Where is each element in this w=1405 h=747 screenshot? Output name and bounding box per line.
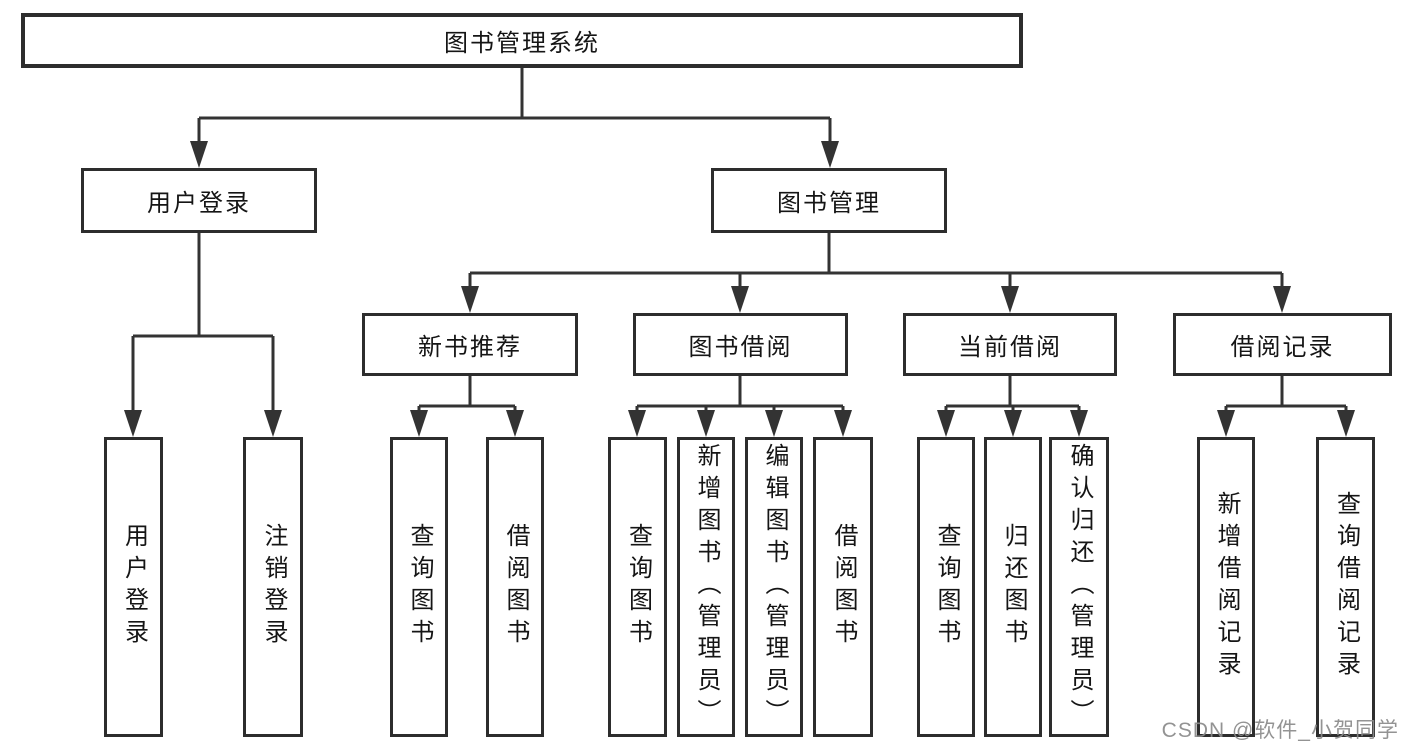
node-user-login: 用户登录	[81, 168, 317, 233]
leaf-label: 归还图书	[1000, 523, 1027, 651]
node-current-borrowing: 当前借阅	[903, 313, 1117, 376]
leaf-borrow-books-borrowing: 借阅图书	[813, 437, 873, 737]
leaf-label: 注销登录	[260, 523, 287, 651]
leaf-borrow-books-recommend: 借阅图书	[486, 437, 544, 737]
node-label: 图书借阅	[688, 334, 793, 361]
leaf-label: 查询图书	[406, 523, 433, 651]
leaf-label: 用户登录	[120, 523, 148, 651]
leaf-return-books: 归还图书	[984, 437, 1042, 737]
leaf-add-book-admin: 新增图书（管理员）	[677, 437, 735, 737]
leaf-search-books-recommend: 查询图书	[390, 437, 448, 737]
node-borrowing-records: 借阅记录	[1173, 313, 1392, 376]
leaf-user-login: 用户登录	[104, 437, 163, 737]
leaf-label: 查询图书	[624, 523, 652, 651]
leaf-confirm-return-admin: 确认归还（管理员）	[1049, 437, 1109, 737]
leaf-search-books-borrowing: 查询图书	[608, 437, 667, 737]
node-label: 当前借阅	[958, 334, 1062, 361]
node-book-borrowing: 图书借阅	[633, 313, 848, 376]
leaf-edit-book-admin: 编辑图书（管理员）	[745, 437, 803, 737]
arrowheads	[124, 141, 1355, 437]
leaf-add-borrow-record: 新增借阅记录	[1197, 437, 1255, 737]
node-new-book-recommendation: 新书推荐	[362, 313, 578, 376]
node-label: 借阅记录	[1230, 334, 1335, 361]
node-label: 新书推荐	[418, 334, 522, 361]
leaf-search-books-current: 查询图书	[917, 437, 975, 737]
leaf-label: 查询图书	[933, 523, 960, 651]
leaf-label: 查询借阅记录	[1332, 491, 1360, 683]
node-label: 用户登录	[147, 190, 251, 217]
leaf-label: 确认归还（管理员）	[1066, 443, 1093, 731]
node-book-management: 图书管理	[711, 168, 947, 233]
leaf-label: 新增借阅记录	[1213, 491, 1240, 683]
node-label: 图书管理系统	[444, 30, 600, 57]
node-library-management-system: 图书管理系统	[21, 13, 1023, 68]
leaf-label: 借阅图书	[502, 523, 529, 651]
watermark-text: CSDN @软件_小贺同学	[1161, 719, 1399, 742]
leaf-label: 借阅图书	[830, 523, 857, 651]
leaf-search-borrow-record: 查询借阅记录	[1316, 437, 1375, 737]
leaf-label: 新增图书（管理员）	[693, 443, 720, 731]
node-label: 图书管理	[777, 190, 881, 217]
leaf-logout: 注销登录	[243, 437, 303, 737]
leaf-label: 编辑图书（管理员）	[761, 443, 788, 731]
